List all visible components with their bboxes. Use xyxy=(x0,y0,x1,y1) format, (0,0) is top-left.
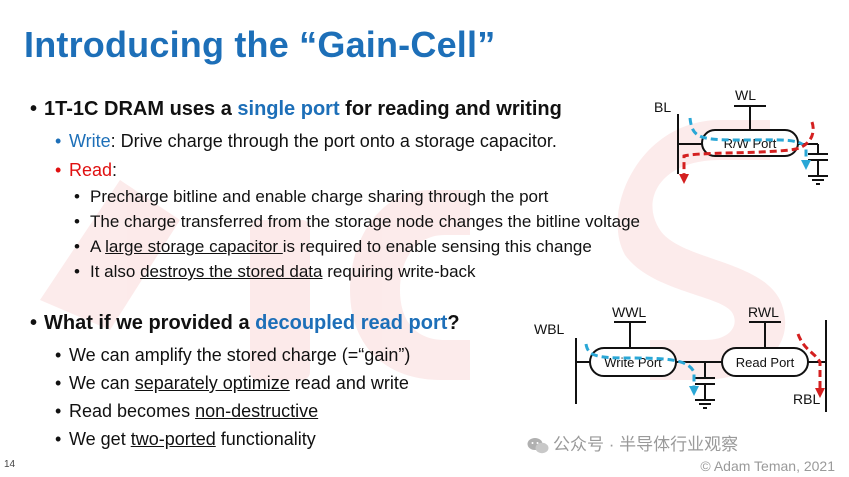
bullet-dot: • xyxy=(55,160,62,180)
bullet-dot: • xyxy=(55,345,62,365)
heading-text: What if we provided a xyxy=(44,312,256,334)
section1-heading: • 1T-1C DRAM uses a single port for readi… xyxy=(30,98,562,121)
bullet-dot: • xyxy=(55,131,62,151)
heading-highlight: decoupled read port xyxy=(255,312,448,334)
wechat-watermark: 公众号 · 半导体行业观察 xyxy=(527,430,738,455)
read-item: • Read: xyxy=(55,160,117,181)
read-subitem: • A large storage capacitor is required t… xyxy=(74,237,592,257)
subitem-text: Precharge bitline and enable charge shar… xyxy=(90,187,549,206)
item-underlined: non-destructive xyxy=(195,401,319,421)
copyright-notice: © Adam Teman, 2021 xyxy=(700,458,835,474)
item-text: read and write xyxy=(289,373,409,393)
bullet-dot: • xyxy=(74,262,80,281)
read-label: Read xyxy=(69,160,113,180)
bullet-dot: • xyxy=(55,401,62,421)
bullet-dot: • xyxy=(30,98,38,120)
write-text: : Drive charge through the port onto a s… xyxy=(110,131,557,151)
read-subitem: • It also destroys the stored data requir… xyxy=(74,262,476,282)
rbl-label: RBL xyxy=(793,391,820,407)
wl-label: WL xyxy=(735,87,756,103)
subitem-underlined: large storage capacitor xyxy=(105,237,283,256)
read-subitem: • The charge transferred from the storage… xyxy=(74,212,640,232)
wbl-label: WBL xyxy=(534,321,565,337)
item-underlined: two-ported xyxy=(130,429,216,449)
item-text: Read becomes xyxy=(69,401,196,421)
read-arrowhead xyxy=(815,388,825,398)
heading-text: ? xyxy=(447,312,460,334)
item-text: We can xyxy=(69,373,135,393)
heading-highlight: single port xyxy=(237,98,340,120)
subitem-underlined: destroys the stored data xyxy=(140,262,323,281)
bullet-dot: • xyxy=(74,187,80,206)
read-colon: : xyxy=(112,160,118,180)
write-path-arrow xyxy=(584,343,696,388)
write-arrowhead xyxy=(689,386,699,396)
write-label: Write xyxy=(69,131,111,151)
write-item: • Write: Drive charge through the port on… xyxy=(55,131,557,152)
bullet-dot: • xyxy=(55,373,62,393)
heading-text: for reading and writing xyxy=(339,98,562,120)
item-text: We can amplify the stored charge (=“gain… xyxy=(69,345,411,365)
read-path-arrow xyxy=(796,333,822,390)
dram-1t1c-diagram: BL WL R/W Port xyxy=(654,87,828,185)
section2-heading: • What if we provided a decoupled read po… xyxy=(30,312,460,335)
bl-label: BL xyxy=(654,99,671,115)
subitem-text: A xyxy=(90,237,106,256)
rwl-label: RWL xyxy=(748,304,779,320)
subitem-text: The charge transferred from the storage … xyxy=(90,212,641,231)
read-port-label: Read Port xyxy=(736,355,795,370)
item-text: We get xyxy=(69,429,131,449)
subitem-text: is required to enable sensing this chang… xyxy=(282,237,592,256)
read-path-arrow xyxy=(682,121,815,176)
channel-name: 公众号 · 半导体行业观察 xyxy=(553,435,739,454)
slide-title: Introducing the “Gain-Cell” xyxy=(24,24,496,65)
wechat-icon xyxy=(527,437,549,453)
page-number: 14 xyxy=(4,459,16,470)
subitem-text: It also xyxy=(90,262,141,281)
section2-item: • We can separately optimize read and wri… xyxy=(55,373,409,394)
section2-item: • We can amplify the stored charge (=“gai… xyxy=(55,345,410,366)
bullet-dot: • xyxy=(74,212,80,231)
section2-item: • Read becomes non-destructive xyxy=(55,401,318,422)
item-text: functionality xyxy=(215,429,316,449)
read-subitem: • Precharge bitline and enable charge sha… xyxy=(74,187,548,207)
item-underlined: separately optimize xyxy=(134,373,290,393)
wwl-label: WWL xyxy=(612,304,646,320)
bullet-dot: • xyxy=(55,429,62,449)
write-path-arrow xyxy=(688,117,808,162)
subitem-text: requiring write-back xyxy=(322,262,476,281)
write-arrowhead xyxy=(801,160,811,170)
heading-text: 1T-1C DRAM uses a xyxy=(44,98,238,120)
bullet-dot: • xyxy=(30,312,38,334)
read-arrowhead xyxy=(679,174,689,184)
gain-cell-diagram: WBL WWL RWL RBL Write Port Read Port xyxy=(534,304,827,412)
rw-port-label: R/W Port xyxy=(724,136,777,151)
section2-item: • We get two-ported functionality xyxy=(55,429,316,450)
bullet-dot: • xyxy=(74,237,80,256)
